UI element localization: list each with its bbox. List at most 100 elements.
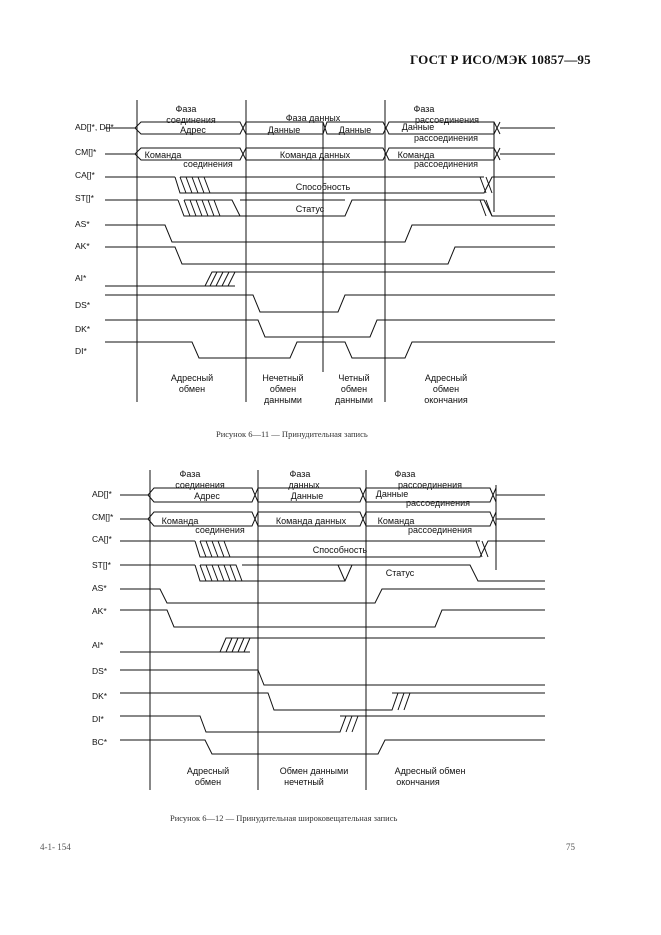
signal-label: DS* (75, 300, 91, 310)
field-command: соединения (195, 525, 245, 535)
field-status: Статус (296, 204, 325, 214)
phase-label: соединения (166, 115, 216, 125)
signal-label: DS* (92, 666, 108, 676)
phase-label: данных (288, 480, 320, 490)
footer-code: 4-1- 154 (40, 842, 71, 852)
bottom-label: окончания (396, 777, 440, 787)
ca-waveform (120, 540, 545, 558)
phase-label: соединения (175, 480, 225, 490)
st-waveform (120, 564, 545, 582)
ds-waveform (105, 294, 555, 313)
field-address: Адрес (180, 125, 206, 135)
bottom-label: Адресный обмен (395, 766, 466, 776)
bottom-label: данными (335, 395, 373, 405)
signal-label: DI* (75, 346, 88, 356)
bottom-label: Нечетный (262, 373, 303, 383)
bottom-label: обмен (341, 384, 367, 394)
as-waveform (105, 224, 555, 243)
bottom-label: Обмен данными (280, 766, 349, 776)
signal-label: AK* (75, 241, 90, 251)
signal-label: AS* (92, 583, 107, 593)
field-data: Данные (268, 125, 301, 135)
figure-caption: Рисунок 6—12 — Принудительная широковеща… (170, 813, 398, 823)
signal-label: AI* (75, 273, 87, 283)
signal-label: DK* (75, 324, 91, 334)
signal-label: AI* (92, 640, 104, 650)
bc-waveform (120, 739, 545, 755)
signal-label: AD[]* (92, 489, 113, 499)
dk-waveform (120, 692, 545, 711)
document-header: ГОСТ Р ИСО/МЭК 10857—95 (410, 52, 591, 67)
field-status: Статус (386, 568, 415, 578)
phase-label: Фаза (414, 104, 435, 114)
signal-label: CM[]* (92, 512, 114, 522)
timing-diagram-forced-write: Фаза соединения Фаза данных Фаза рассоед… (0, 92, 661, 422)
signal-label: CA[]* (92, 534, 113, 544)
signal-label: CM[]* (75, 147, 97, 157)
bottom-label: обмен (433, 384, 459, 394)
bottom-label: Адресный (187, 766, 229, 776)
bottom-label: окончания (424, 395, 468, 405)
field-data-disconnect: рассоединения (406, 498, 470, 508)
page-number: 75 (566, 842, 575, 852)
signal-label: AD[]*, D[]* (75, 122, 114, 132)
bottom-label: Адресный (171, 373, 213, 383)
ad-bus-waveform (105, 121, 555, 135)
field-data-disconnect: рассоединения (414, 133, 478, 143)
bottom-label: нечетный (284, 777, 324, 787)
timing-diagram-forced-broadcast-write: Фаза соединения Фаза данных Фаза рассоед… (0, 460, 661, 810)
signal-label: AS* (75, 219, 90, 229)
field-data-disconnect: Данные (376, 489, 409, 499)
bottom-label: Четный (338, 373, 369, 383)
phase-label: рассоединения (415, 115, 479, 125)
dk-waveform (105, 319, 555, 338)
bottom-label: обмен (195, 777, 221, 787)
phase-label: рассоединения (398, 480, 462, 490)
di-waveform (120, 715, 545, 733)
field-command: Команда (145, 150, 182, 160)
field-command-disconnect: Команда (378, 516, 415, 526)
signal-label: BC* (92, 737, 108, 747)
field-data: Данные (291, 491, 324, 501)
field-command-data: Команда данных (280, 150, 351, 160)
field-data-disconnect: Данные (402, 122, 435, 132)
phase-label: Фаза (395, 469, 416, 479)
phase-label: Фаза (290, 469, 311, 479)
field-data: Данные (339, 125, 372, 135)
field-command-disconnect: рассоединения (408, 525, 472, 535)
field-command-disconnect: Команда (398, 150, 435, 160)
bottom-label: обмен (179, 384, 205, 394)
ca-waveform (105, 176, 555, 194)
as-waveform (120, 588, 545, 604)
signal-label: AK* (92, 606, 107, 616)
ad-bus-waveform (120, 487, 545, 503)
ai-waveform (120, 637, 545, 653)
st-waveform (105, 199, 555, 217)
ai-waveform (105, 271, 555, 287)
phase-label: Фаза (176, 104, 197, 114)
signal-label: DK* (92, 691, 108, 701)
signal-label: DI* (92, 714, 105, 724)
signal-label: CA[]* (75, 170, 96, 180)
field-address: Адрес (194, 491, 220, 501)
field-command: соединения (183, 159, 233, 169)
ak-waveform (120, 609, 545, 628)
field-command-data: Команда данных (276, 516, 347, 526)
bottom-label: Адресный (425, 373, 467, 383)
field-command: Команда (162, 516, 199, 526)
bottom-label: данными (264, 395, 302, 405)
cm-bus-waveform (105, 147, 555, 161)
ds-waveform (120, 669, 545, 686)
field-command-disconnect: рассоединения (414, 159, 478, 169)
di-waveform (105, 341, 555, 359)
figure-caption: Рисунок 6—11 — Принудительная запись (216, 429, 368, 439)
signal-label: ST[]* (75, 193, 95, 203)
cm-bus-waveform (120, 511, 545, 527)
field-capability: Способность (313, 545, 368, 555)
phase-label: Фаза данных (286, 113, 341, 123)
field-capability: Способность (296, 182, 351, 192)
bottom-label: обмен (270, 384, 296, 394)
ak-waveform (105, 246, 555, 265)
signal-label: ST[]* (92, 560, 112, 570)
phase-label: Фаза (180, 469, 201, 479)
